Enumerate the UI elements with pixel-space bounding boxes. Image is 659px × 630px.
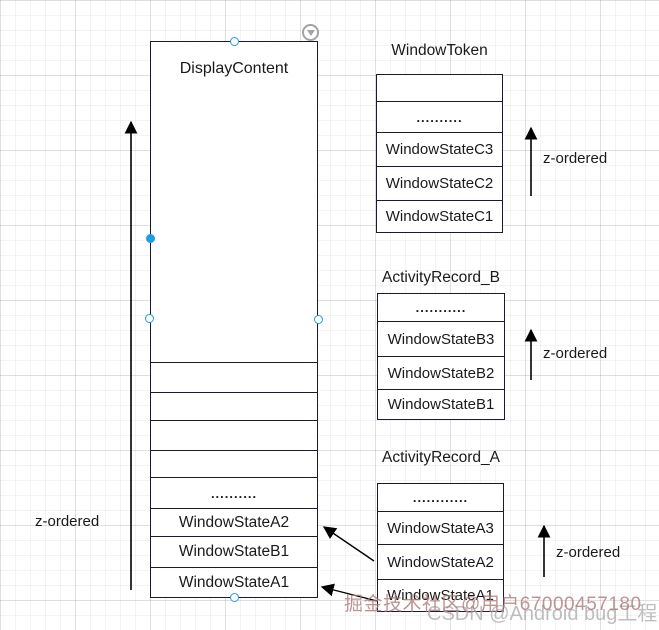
z-ordered-label-left[interactable]: z-ordered: [35, 513, 100, 530]
table-row-windowstate-b1[interactable]: WindowStateB1: [378, 389, 504, 419]
table-row-windowstate-a2[interactable]: WindowStateA2: [378, 544, 503, 579]
arrow-direction-icon[interactable]: [302, 24, 319, 41]
activity-record-a-title[interactable]: ActivityRecord_A: [381, 449, 500, 466]
connector-windowstate-a2[interactable]: [322, 526, 375, 562]
table-row-ellipsis[interactable]: ..........: [150, 477, 318, 508]
selection-handle-left[interactable]: [145, 314, 154, 323]
juejin-watermark: 掘金技术社区@用户67000457180: [344, 594, 642, 615]
table-row-ellipsis[interactable]: ..........: [377, 101, 502, 132]
activity-record-b-title[interactable]: ActivityRecord_B: [381, 269, 500, 286]
window-token-title[interactable]: WindowToken: [391, 42, 488, 59]
chevron-down-icon: [306, 30, 315, 36]
table-row-windowstate-a2[interactable]: WindowStateA2: [150, 508, 318, 536]
connection-point-dot[interactable]: [146, 234, 155, 243]
table-row[interactable]: [150, 450, 318, 477]
z-ordered-label-activityrecord-a[interactable]: z-ordered: [556, 544, 621, 561]
z-ordered-label-windowtoken[interactable]: z-ordered: [543, 150, 608, 167]
table-row-windowstate-b1[interactable]: WindowStateB1: [150, 536, 318, 567]
selection-handle-right[interactable]: [314, 315, 323, 324]
selection-handle-top[interactable]: [230, 37, 239, 46]
table-row[interactable]: [150, 392, 318, 420]
table-row-windowstate-a3[interactable]: WindowStateA3: [378, 511, 503, 544]
display-content-title: DisplayContent: [179, 60, 289, 77]
table-row-windowstate-c1[interactable]: WindowStateC1: [377, 200, 502, 232]
z-ordered-label-activityrecord-b[interactable]: z-ordered: [543, 345, 608, 362]
window-token-table[interactable]: .......... WindowStateC3 WindowStateC2 W…: [376, 74, 503, 233]
csdn-watermark: CSDN @Android bug工程师: [427, 603, 659, 625]
table-row-windowstate-c3[interactable]: WindowStateC3: [377, 132, 502, 166]
table-row[interactable]: [150, 420, 318, 450]
activity-record-b-table[interactable]: ........... WindowStateB3 WindowStateB2 …: [377, 293, 505, 420]
selection-handle-bottom[interactable]: [230, 593, 239, 602]
table-row-windowstate-a1[interactable]: WindowStateA1: [378, 579, 503, 611]
table-row-windowstate-a1[interactable]: WindowStateA1: [150, 567, 318, 597]
table-row-ellipsis[interactable]: ...........: [415, 300, 467, 315]
table-row-windowstate-b3[interactable]: WindowStateB3: [378, 321, 504, 356]
table-row-windowstate-c2[interactable]: WindowStateC2: [377, 166, 502, 200]
activity-record-a-table[interactable]: ............ WindowStateA3 WindowStateA2…: [377, 483, 504, 612]
display-content-box[interactable]: DisplayContent .......... WindowStateA2 …: [150, 41, 318, 598]
table-row-ellipsis[interactable]: ............: [412, 490, 469, 505]
table-row[interactable]: [377, 75, 502, 101]
table-row-windowstate-b2[interactable]: WindowStateB2: [378, 356, 504, 389]
table-row[interactable]: [150, 362, 318, 392]
